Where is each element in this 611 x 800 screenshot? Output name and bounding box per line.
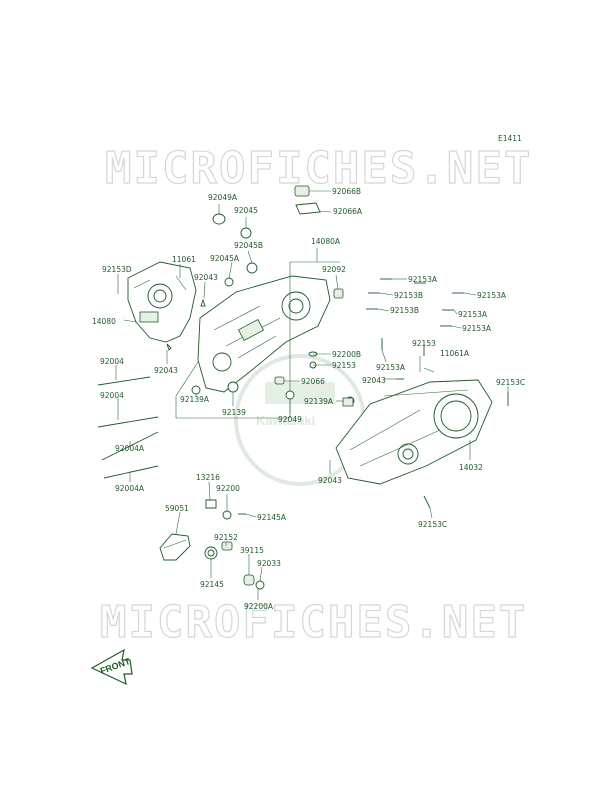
label-59051: 59051 [165, 504, 189, 513]
label-92066: 92066 [301, 377, 325, 386]
label-39115: 39115 [240, 546, 264, 555]
label-14080: 14080 [92, 317, 116, 326]
label-92004-2: 92004 [100, 391, 124, 400]
label-92145: 92145 [200, 580, 224, 589]
label-92200: 92200 [216, 484, 240, 493]
label-92043-a: 92043 [194, 273, 218, 282]
label-92004A-1: 92004A [115, 444, 145, 453]
label-92092: 92092 [322, 265, 346, 274]
diagram-code: E1411 [498, 134, 522, 143]
label-92153A-2: 92153A [477, 291, 507, 300]
label-92153A-3: 92153A [458, 310, 488, 319]
label-92066A: 92066A [333, 207, 363, 216]
label-11061: 11061 [172, 255, 196, 264]
label-92200A: 92200A [244, 602, 274, 611]
crankcase-left [127, 261, 197, 343]
label-92049: 92049 [278, 415, 302, 424]
label-92139A-2: 92139A [304, 397, 334, 406]
leader-lines [115, 190, 509, 600]
label-92045B: 92045B [234, 241, 263, 250]
logo-text: Kawasaki [256, 413, 315, 428]
label-14080A: 14080A [311, 237, 341, 246]
label-92153-a: 92153 [332, 361, 356, 370]
label-92043-c: 92043 [362, 376, 386, 385]
bolts-right [366, 278, 509, 509]
clutch-cover [335, 379, 493, 485]
label-13216: 13216 [196, 473, 220, 482]
label-92153A-4: 92153A [462, 324, 492, 333]
watermark-top: MICROFICHES.NET [105, 143, 532, 194]
label-92153B-2: 92153B [390, 306, 419, 315]
label-92152: 92152 [214, 533, 238, 542]
label-92033: 92033 [257, 559, 281, 568]
label-92004A-2: 92004A [115, 484, 145, 493]
label-92200B: 92200B [332, 350, 361, 359]
label-92153C-2: 92153C [418, 520, 447, 529]
label-14032: 14032 [459, 463, 483, 472]
label-92153A-5: 92153A [376, 363, 406, 372]
watermark-bottom: MICROFICHES.NET [100, 597, 527, 648]
bracket-14080A [175, 261, 340, 419]
part-labels: 92066B 92066A 92049A 92045 92045B 14080A… [92, 187, 525, 611]
kick-parts [159, 499, 265, 590]
label-92139: 92139 [222, 408, 246, 417]
label-92049A: 92049A [208, 193, 238, 202]
small-parts-top [200, 185, 344, 307]
label-92066B: 92066B [332, 187, 361, 196]
label-11061A: 11061A [440, 349, 470, 358]
label-92045A: 92045A [210, 254, 240, 263]
small-parts-center [166, 343, 355, 407]
label-92153D: 92153D [102, 265, 132, 274]
label-92043-b: 92043 [154, 366, 178, 375]
label-92004-1: 92004 [100, 357, 124, 366]
label-92153A-1: 92153A [408, 275, 438, 284]
label-92153B-1: 92153B [394, 291, 423, 300]
label-92153C-1: 92153C [496, 378, 525, 387]
label-92153-b: 92153 [412, 339, 436, 348]
label-92045: 92045 [234, 206, 258, 215]
cover-bolt-11061A [419, 356, 435, 373]
label-92043-d: 92043 [318, 476, 342, 485]
front-arrow-icon: FRONT [90, 648, 133, 686]
label-92145A: 92145A [257, 513, 287, 522]
label-92139A-1: 92139A [180, 395, 210, 404]
crankcase-right [197, 275, 331, 393]
